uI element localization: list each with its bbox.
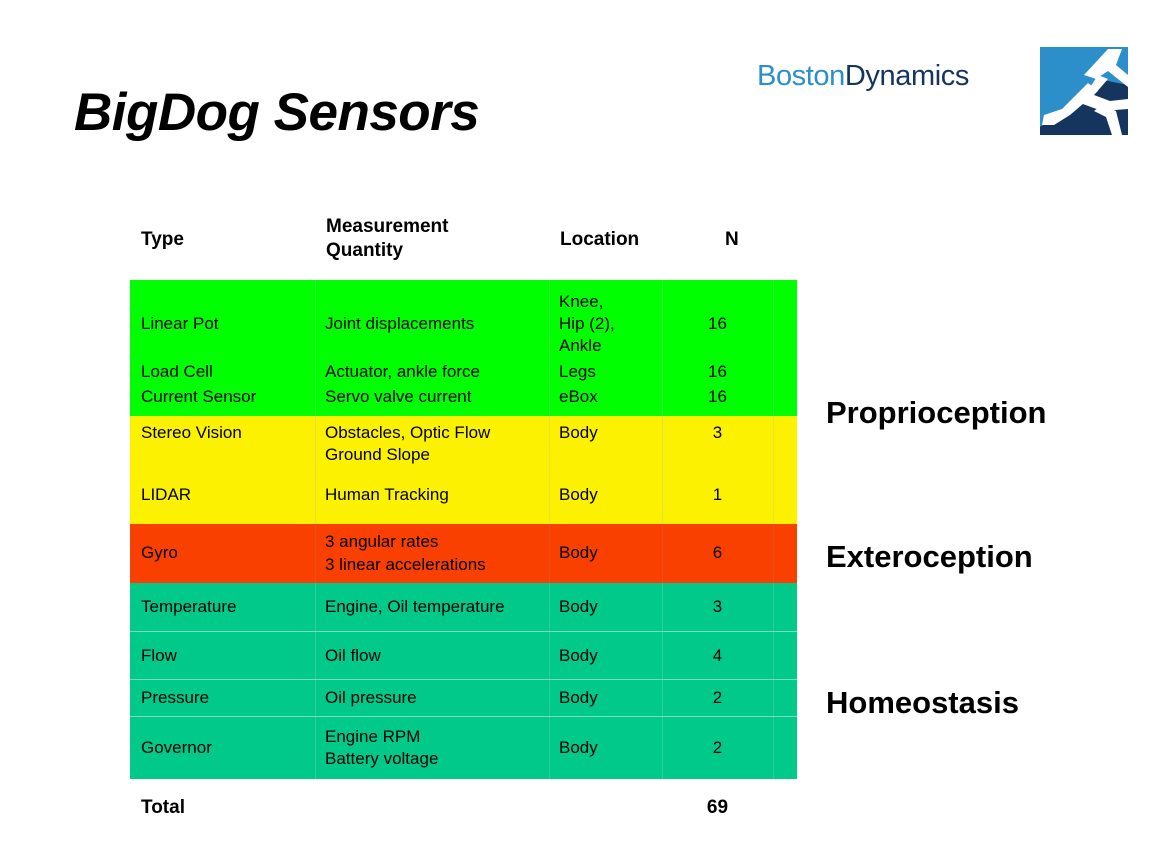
cell-location: Body <box>559 688 598 708</box>
cell-location: Body <box>559 737 598 757</box>
cell-measurement: Engine RPM Battery voltage <box>325 726 439 768</box>
table-row: Gyro 3 angular rates 3 linear accelerati… <box>130 524 797 583</box>
cell-measurement: Oil flow <box>325 645 381 665</box>
cell-location: Body <box>559 543 598 563</box>
boston-dynamics-logo: BostonDynamics <box>757 62 969 91</box>
column-divider <box>662 416 663 524</box>
cell-measurement: Engine, Oil temperature <box>325 597 505 617</box>
page-title: BigDog Sensors <box>74 83 480 142</box>
column-header-n: N <box>725 229 739 250</box>
cell-location: Legs <box>559 362 596 382</box>
cell-count: 2 <box>712 737 723 757</box>
table-row: Temperature Engine, Oil temperature Body… <box>130 583 797 632</box>
cell-measurement: Obstacles, Optic Flow Ground Slope <box>325 423 491 465</box>
table-row: Flow Oil flow Body 4 <box>130 632 797 680</box>
cell-measurement: Actuator, ankle force <box>325 362 480 382</box>
band-proprioception: Linear Pot Joint displacements Knee, Hip… <box>130 280 797 416</box>
table-row: Current Sensor Servo valve current eBox … <box>130 385 797 410</box>
cell-count: 4 <box>712 645 723 665</box>
cell-count: 6 <box>712 543 723 563</box>
cell-count: 16 <box>708 362 727 382</box>
band-homeostasis: Temperature Engine, Oil temperature Body… <box>130 583 797 779</box>
cell-location: Body <box>559 597 598 617</box>
table-row: Linear Pot Joint displacements Knee, Hip… <box>130 288 797 360</box>
cell-count: 2 <box>712 688 723 708</box>
table-row: Pressure Oil pressure Body 2 <box>130 680 797 717</box>
table-header-row: Type Measurement Quantity Location N <box>130 208 797 280</box>
column-divider <box>773 583 774 779</box>
cell-location: Body <box>559 423 598 442</box>
column-divider <box>662 583 663 779</box>
cell-count: 16 <box>708 387 727 407</box>
column-divider <box>315 416 316 524</box>
band-gyro: Gyro 3 angular rates 3 linear accelerati… <box>130 524 797 583</box>
table-row: Stereo Vision Obstacles, Optic Flow Grou… <box>130 422 797 474</box>
band-exteroception: Stereo Vision Obstacles, Optic Flow Grou… <box>130 416 797 524</box>
column-divider <box>549 583 550 779</box>
total-value: 69 <box>706 797 729 818</box>
column-divider <box>773 280 774 416</box>
cell-measurement: Servo valve current <box>325 387 472 407</box>
cell-measurement: Joint displacements <box>325 313 475 333</box>
cell-location: Body <box>559 484 598 504</box>
cell-type: Flow <box>141 645 177 665</box>
sensors-table: Type Measurement Quantity Location N Lin… <box>130 208 797 779</box>
cell-location: eBox <box>559 387 598 407</box>
category-label-proprioception: Proprioception <box>826 395 1047 430</box>
column-header-location: Location <box>560 229 640 250</box>
cell-count: 3 <box>712 423 723 442</box>
cell-type: LIDAR <box>141 484 192 504</box>
column-divider <box>549 524 550 583</box>
total-label: Total <box>141 797 185 818</box>
table-row: Load Cell Actuator, ankle force Legs 16 <box>130 360 797 385</box>
cell-measurement: 3 angular rates 3 linear accelerations <box>325 532 486 574</box>
column-divider <box>662 524 663 583</box>
column-divider <box>315 583 316 779</box>
column-divider <box>315 280 316 416</box>
category-label-homeostasis: Homeostasis <box>826 685 1019 720</box>
table-total-row: Total 69 <box>130 791 797 825</box>
column-divider <box>549 280 550 416</box>
cell-type: Load Cell <box>141 362 213 382</box>
cell-count: 1 <box>712 484 723 504</box>
cell-measurement: Oil pressure <box>325 688 417 708</box>
cell-type: Pressure <box>141 688 210 708</box>
row-divider <box>130 716 797 717</box>
logo-word-dynamics: Dynamics <box>844 60 970 92</box>
cell-type: Stereo Vision <box>141 423 242 442</box>
row-divider <box>130 679 797 680</box>
category-label-exteroception: Exteroception <box>826 539 1033 574</box>
boston-dynamics-running-figure-icon <box>1040 47 1128 135</box>
cell-type: Current Sensor <box>141 387 257 407</box>
column-header-measurement: Measurement Quantity <box>326 216 449 261</box>
column-divider <box>662 280 663 416</box>
column-divider <box>315 524 316 583</box>
cell-location: Knee, Hip (2), Ankle <box>559 291 615 356</box>
cell-count: 3 <box>712 597 723 617</box>
cell-type: Governor <box>141 737 212 757</box>
table-row: Governor Engine RPM Battery voltage Body… <box>130 717 797 779</box>
column-divider <box>773 524 774 583</box>
table-row: LIDAR Human Tracking Body 1 <box>130 474 797 516</box>
cell-measurement: Human Tracking <box>325 484 449 504</box>
cell-location: Body <box>559 645 598 665</box>
column-divider <box>773 416 774 524</box>
cell-count: 16 <box>708 313 727 333</box>
cell-type: Linear Pot <box>141 313 219 333</box>
logo-word-boston: Boston <box>757 60 845 92</box>
column-header-type: Type <box>141 229 184 250</box>
cell-type: Gyro <box>141 543 178 563</box>
column-divider <box>549 416 550 524</box>
row-divider <box>130 631 797 632</box>
cell-type: Temperature <box>141 597 237 617</box>
